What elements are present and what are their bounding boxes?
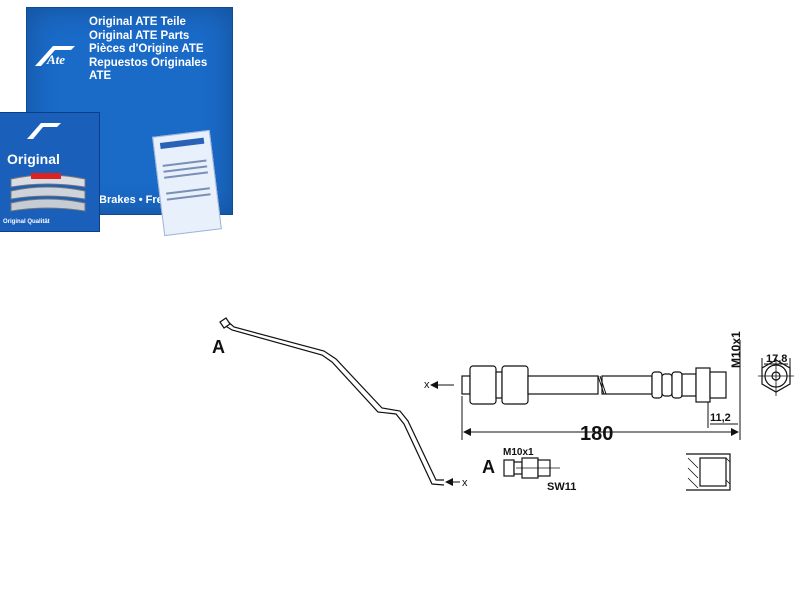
detail-thread: M10x1 [503, 447, 534, 458]
brake-pads-icon [7, 171, 91, 221]
hose-end-view [758, 356, 794, 396]
fitting-detail-a [503, 457, 560, 479]
box-line-1: Original ATE Teile [89, 16, 186, 28]
brake-line-isometric [219, 317, 445, 486]
dim-thread-vertical: M10x1 [729, 331, 743, 368]
label-a-main: A [212, 337, 225, 357]
side-box-label: Original [7, 151, 60, 167]
box-bottom-text: Brakes • Frei [99, 194, 166, 206]
box-line-2: Original ATE Parts [89, 29, 190, 42]
detail-wrench: SW11 [547, 481, 576, 493]
dim-diameter: 17,8 [766, 353, 787, 365]
box-line-4: Repuestos Originales ATE [89, 56, 208, 83]
dimension-end-width [707, 402, 738, 428]
dim-length: 180 [580, 423, 613, 445]
dim-end-width: 11,2 [710, 412, 731, 424]
side-box-banner: Original Qualität [3, 219, 50, 225]
hose-side-view [430, 365, 727, 405]
section-detail [686, 453, 731, 491]
side-logo-icon [23, 119, 69, 143]
box-line-3: Pièces d'Origine ATE [89, 43, 204, 55]
ate-logo: Ate [31, 42, 81, 72]
dimension-length [461, 340, 741, 440]
label-a-detail: A [482, 457, 495, 477]
ate-logo-text: Ate [46, 52, 65, 67]
ate-box-side: Original Original Qualität [0, 112, 100, 232]
axis-x-bottom: x [462, 477, 468, 489]
axis-x-left: x [424, 379, 430, 391]
